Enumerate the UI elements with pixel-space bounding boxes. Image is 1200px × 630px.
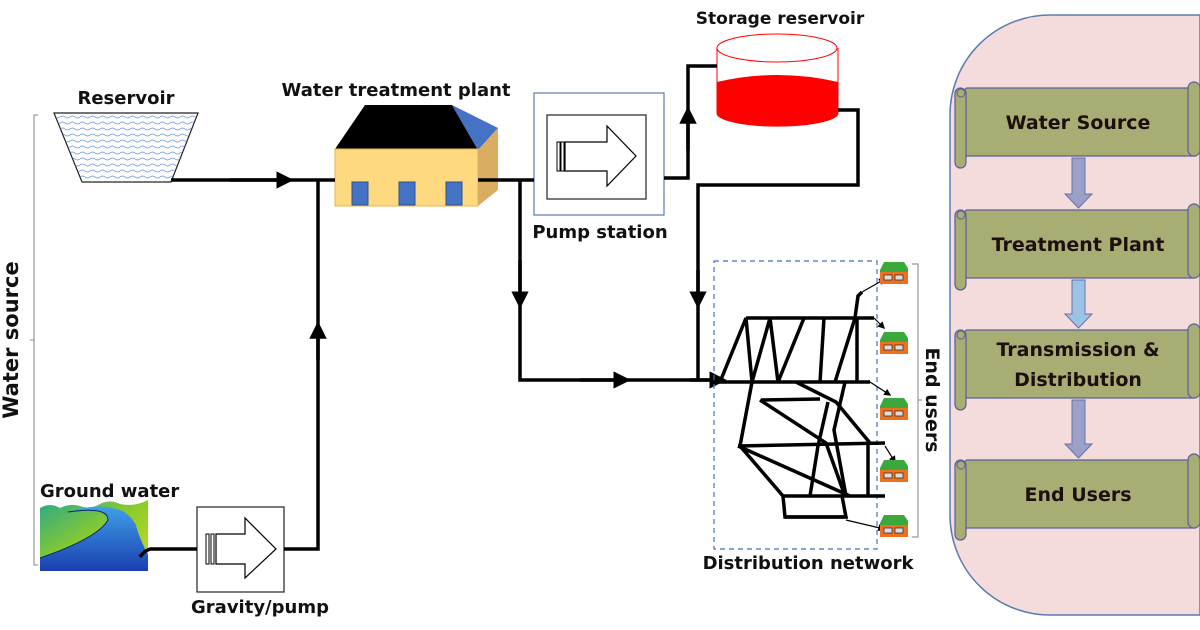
house-icon xyxy=(880,398,908,420)
ground-water-icon xyxy=(39,500,148,571)
gravity-pump-label: Gravity/pump xyxy=(191,597,329,618)
flowchart-step-label: Water Source xyxy=(1006,112,1151,134)
pipe-plant-to-network xyxy=(518,180,716,382)
distribution-network-boundary xyxy=(713,260,878,550)
pipes xyxy=(138,64,860,559)
storage-reservoir-icon xyxy=(716,33,839,127)
pipe-groundwater-to-plant xyxy=(284,180,320,551)
flowchart-arrow xyxy=(1063,399,1094,459)
house-icon xyxy=(880,460,908,482)
water-source-bracket xyxy=(30,114,38,566)
pipe-storage-to-network xyxy=(696,108,860,380)
gravity-pump-icon xyxy=(196,506,285,593)
flowchart-step: Treatment Plant xyxy=(954,203,1200,291)
house-icon xyxy=(880,332,908,354)
pipe-pump-to-storage xyxy=(664,64,717,180)
treatment-plant-icon xyxy=(334,105,498,207)
water-source-label: Water source xyxy=(0,261,23,418)
pipe-groundwater-to-pump xyxy=(138,547,197,559)
storage-reservoir-label: Storage reservoir xyxy=(696,9,865,29)
treatment-plant-label: Water treatment plant xyxy=(281,80,510,101)
pump-station-label: Pump station xyxy=(532,222,667,243)
flowchart-step-label: Treatment Plant xyxy=(992,234,1165,256)
flowchart-step-label: End Users xyxy=(1024,484,1131,506)
flowchart-step: Transmission & Distribution xyxy=(954,323,1200,411)
flowchart-step-label: Transmission & xyxy=(996,339,1159,361)
ground-water-label: Ground water xyxy=(40,481,179,502)
house-icon xyxy=(880,515,908,537)
flowchart-step: End Users xyxy=(954,453,1200,541)
distribution-network-icon xyxy=(718,290,886,519)
flowchart-step-label: Distribution xyxy=(1014,369,1142,391)
end-users-label: End users xyxy=(921,347,943,452)
flowchart-step: Water Source xyxy=(954,81,1200,169)
reservoir-icon xyxy=(53,112,199,183)
reservoir-label: Reservoir xyxy=(77,88,174,109)
end-user-houses xyxy=(880,262,908,537)
distribution-network-label: Distribution network xyxy=(703,553,915,574)
flowchart-arrow xyxy=(1063,279,1094,329)
house-icon xyxy=(880,262,908,284)
flowchart-arrow xyxy=(1063,157,1094,209)
service-connections xyxy=(845,278,896,532)
pump-station-icon xyxy=(533,92,665,216)
end-users-bracket xyxy=(912,263,922,538)
